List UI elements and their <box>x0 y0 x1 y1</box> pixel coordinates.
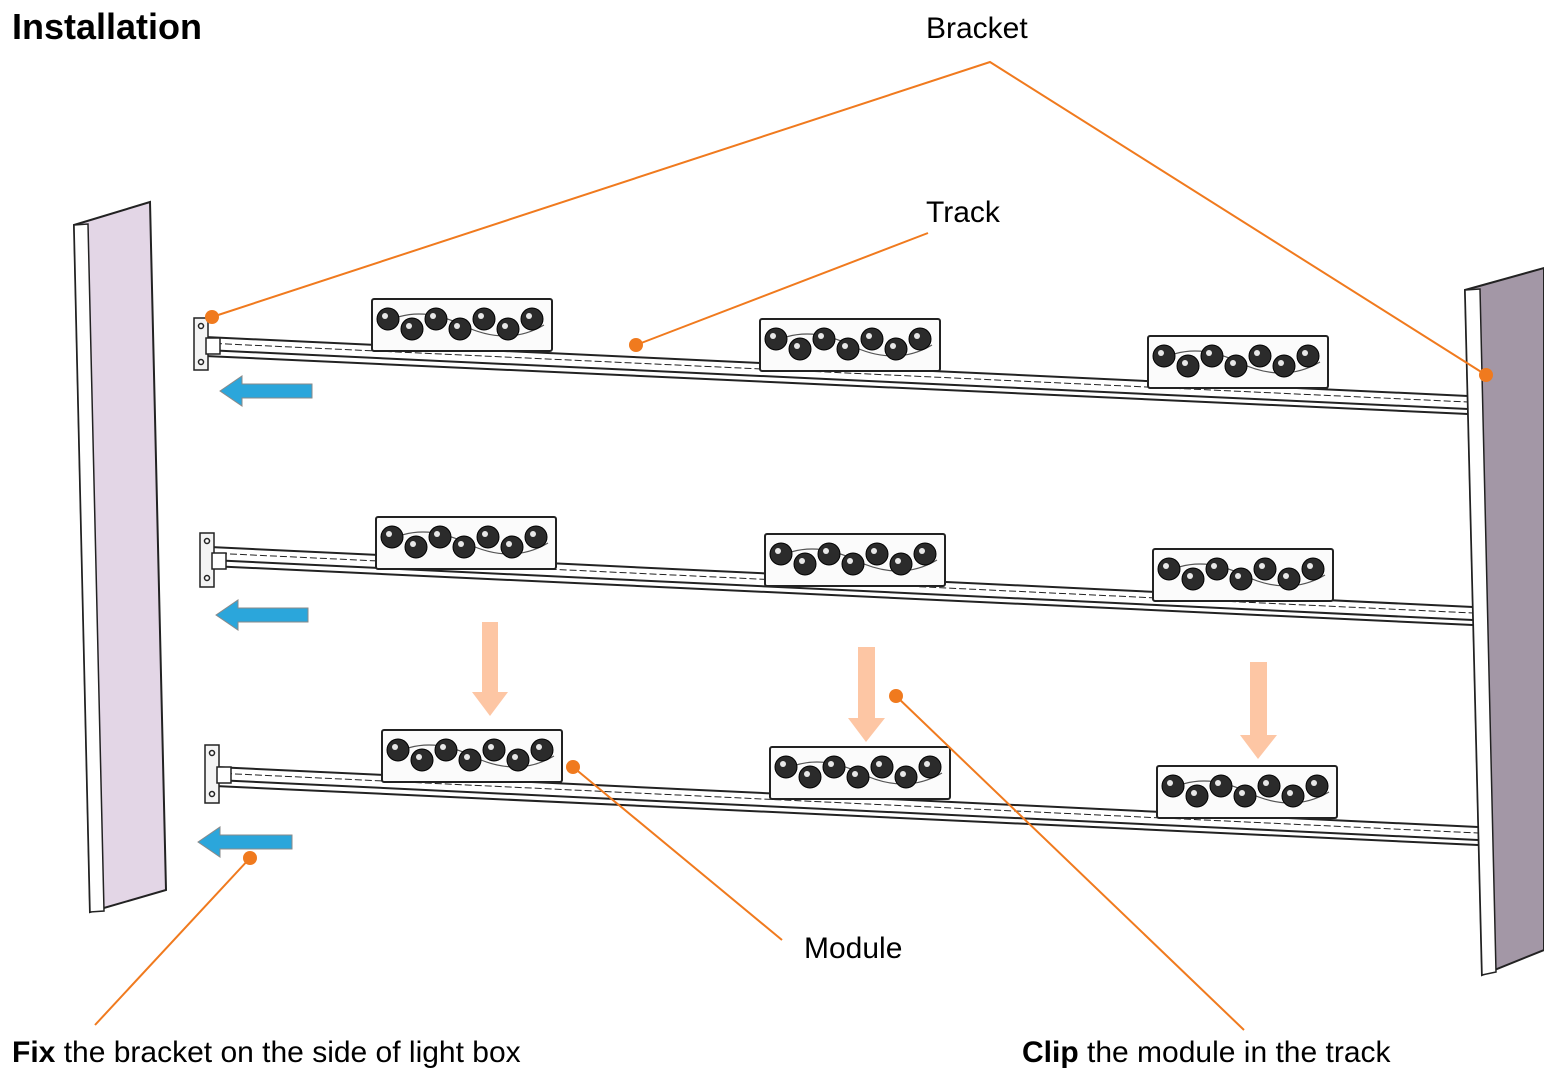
clip-instruction-verb: Clip <box>1022 1036 1079 1069</box>
module-row1-3 <box>1147 335 1329 389</box>
slide-left-arrow-icon-3 <box>197 826 293 858</box>
slide-left-arrow-icon-2 <box>215 599 309 631</box>
page-title: Installation <box>12 6 203 47</box>
bracket-row-1 <box>193 317 221 371</box>
slide-left-arrow-icon-1 <box>219 375 313 407</box>
module-row2-2 <box>764 533 946 587</box>
module-row3-2 <box>769 746 951 800</box>
module-row1-1 <box>371 298 553 352</box>
module-row2-1 <box>375 516 557 570</box>
module-row1-2 <box>759 318 941 372</box>
left-side-panel <box>72 200 168 914</box>
fix-instruction-verb: Fix <box>12 1036 56 1069</box>
module-row3-1 <box>381 729 563 783</box>
drop-down-arrow-icon-3 <box>1240 662 1277 759</box>
drop-down-arrow-icon-1 <box>472 622 508 716</box>
drop-down-arrow-icon-2 <box>848 647 885 742</box>
fix-instruction: Fix the bracket on the side of light box <box>12 1036 521 1070</box>
bracket-label: Bracket <box>926 12 1028 45</box>
callout-lines <box>94 60 1487 1031</box>
right-side-panel <box>1463 266 1544 977</box>
fix-instruction-text: the bracket on the side of light box <box>55 1036 521 1069</box>
clip-instruction: Clip the module in the track <box>1022 1036 1391 1070</box>
callout-dots <box>205 310 1493 865</box>
bracket-row-2 <box>199 532 227 588</box>
module-row3-3 <box>1156 765 1338 819</box>
bracket-row-3 <box>204 744 232 804</box>
clip-instruction-text: the module in the track <box>1078 1036 1391 1069</box>
module-label: Module <box>804 932 903 965</box>
module-row2-3 <box>1152 548 1334 602</box>
track-label: Track <box>926 196 1000 229</box>
